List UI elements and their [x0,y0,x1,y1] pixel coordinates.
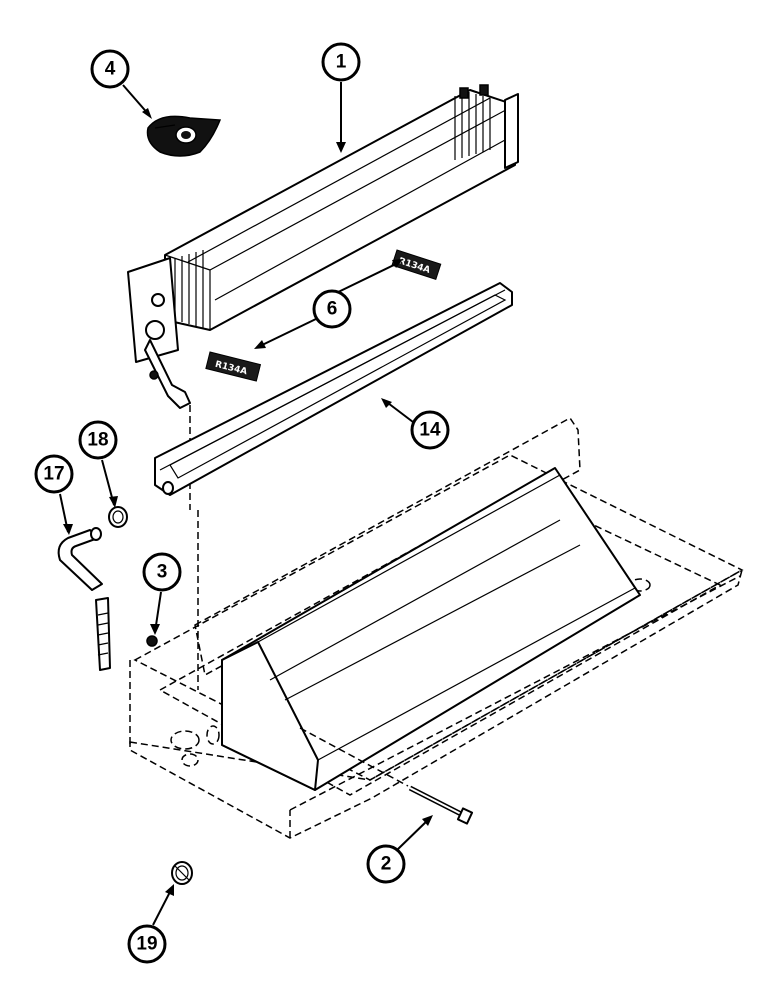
callout-item-14: 14 [410,410,450,450]
refrigerant-label-right: R134A [391,249,442,281]
bolt [299,727,474,825]
svg-text:3: 3 [157,562,168,583]
callout-item-2: 2 [366,844,406,884]
svg-text:4: 4 [105,59,116,80]
refrigerant-label-left: R134A [205,351,262,382]
leader-lines [59,82,433,926]
callout-item-1: 1 [321,42,361,82]
callout-item-4: 4 [90,49,130,89]
drain-tray [154,282,513,496]
drain-hose [57,527,111,671]
callout-item-19: 19 [127,924,167,964]
svg-text:1: 1 [336,52,347,73]
svg-text:6: 6 [327,299,338,320]
nut [146,635,158,647]
callout-item-6: 6 [312,289,352,329]
evaporator-core [127,84,519,409]
evaporator-shroud [221,467,641,791]
svg-text:18: 18 [87,430,108,451]
callout-item-3: 3 [142,552,182,592]
svg-text:14: 14 [419,420,441,441]
grommet [171,861,193,885]
callout-item-17: 17 [34,454,74,494]
insulation-tape-roll [146,115,222,157]
svg-text:19: 19 [136,934,157,955]
hose-clamp [108,506,128,528]
callout-item-18: 18 [78,420,118,460]
housing-base-pan [129,417,744,839]
svg-text:17: 17 [43,464,64,485]
svg-text:2: 2 [381,854,392,875]
